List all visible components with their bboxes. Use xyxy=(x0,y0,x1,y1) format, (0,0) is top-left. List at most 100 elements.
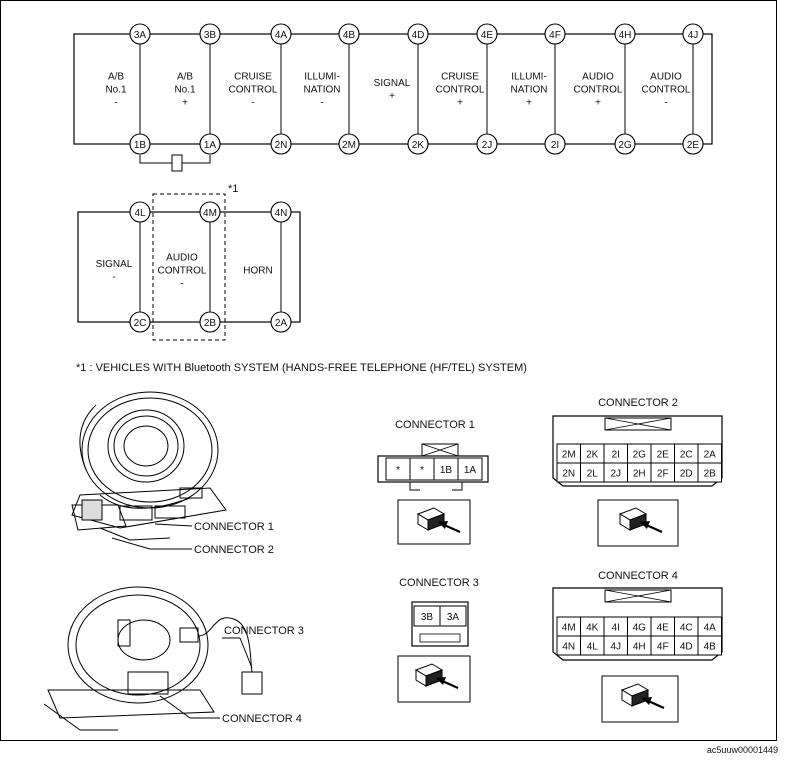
circuit-label-line: - xyxy=(180,279,183,290)
connector-terminal: 2K xyxy=(580,443,605,464)
terminal-label: 4L xyxy=(587,642,599,653)
connector-terminal: 3A xyxy=(439,605,467,627)
circuit-label-line: AUDIO xyxy=(166,253,198,264)
pin-label: 4L xyxy=(134,208,146,219)
connector-4-orientation-icon xyxy=(620,683,665,710)
clock-spring-bottom-illustration xyxy=(43,586,263,731)
bottom-pin: 2K xyxy=(407,133,429,155)
connector-terminal: 4K xyxy=(580,616,605,637)
terminal-label: 2L xyxy=(587,469,599,480)
terminal-label: 1B xyxy=(440,465,453,476)
bottom-pin: 2M xyxy=(338,133,360,155)
connector-terminal: 4N xyxy=(556,635,581,656)
optional-group-dashed-box xyxy=(152,193,226,341)
circuit-label-line: No.1 xyxy=(174,85,196,96)
circuit-label-line: + xyxy=(457,98,463,109)
connector-terminal: 4H xyxy=(627,635,652,656)
circuit-label-line: CRUISE xyxy=(441,72,479,83)
circuit-label-line: ILLUMI- xyxy=(511,72,547,83)
top-pin: 4H xyxy=(614,23,636,45)
terminal-label: * xyxy=(396,465,400,476)
pin-label: 4H xyxy=(619,30,632,41)
pin-label: 4F xyxy=(549,30,561,41)
pin-label: 3B xyxy=(204,30,217,41)
circuit-label-line: + xyxy=(182,98,188,109)
circuit-label-line: NATION xyxy=(510,85,547,96)
top-pin: 4D xyxy=(407,23,429,45)
circuit-label-line: + xyxy=(526,98,532,109)
connector-terminal: 4G xyxy=(627,616,652,637)
terminal-label: 4G xyxy=(633,623,647,634)
terminal-label: 2J xyxy=(610,469,621,480)
leader-connector-1 xyxy=(154,523,193,527)
terminal-label: 2D xyxy=(680,469,693,480)
terminal-label: 4B xyxy=(704,642,717,653)
connector-2-orientation-icon xyxy=(618,507,663,534)
pin-label: 4D xyxy=(412,30,425,41)
jumper-1b-1a xyxy=(139,154,211,172)
connector-terminal: * xyxy=(385,457,411,481)
pin-label: 4B xyxy=(343,30,356,41)
circuit-label-line: - xyxy=(112,272,115,283)
connector-3-title: CONNECTOR 3 xyxy=(399,577,479,589)
circuit-label-line: SIGNAL xyxy=(374,78,411,89)
connector-terminal: 3B xyxy=(413,605,441,627)
top-pin: 4A xyxy=(270,23,292,45)
connector-terminal: 4I xyxy=(603,616,628,637)
connector-terminal: 2H xyxy=(627,462,652,483)
second-circuit-frame xyxy=(77,211,301,323)
circuit-label-line: - xyxy=(320,98,323,109)
connector-terminal: 2B xyxy=(697,462,722,483)
circuit-label-line: + xyxy=(595,98,601,109)
connector-terminal: 4L xyxy=(580,635,605,656)
circuit-label-line: + xyxy=(389,91,395,102)
bottom-pin: 2G xyxy=(614,133,636,155)
terminal-label: 3B xyxy=(421,612,434,623)
bottom-pin: 2N xyxy=(270,133,292,155)
circuit-label-line: - xyxy=(251,98,254,109)
top-pin: 4N xyxy=(270,201,292,223)
terminal-label: 2A xyxy=(704,450,717,461)
circuit-label: A/B No.1 - xyxy=(105,72,127,109)
figure-id: ac5uuw00001449 xyxy=(707,745,778,755)
connector-terminal: 2L xyxy=(580,462,605,483)
terminal-label: 1A xyxy=(464,465,477,476)
connector-terminal: 4M xyxy=(556,616,581,637)
connector-3-face: CONNECTOR 3 3B 3A xyxy=(397,577,479,703)
connector-terminal: 2E xyxy=(650,443,675,464)
bottom-pin: 2A xyxy=(270,311,292,333)
terminal-label: 2E xyxy=(657,450,670,461)
pin-label: 2M xyxy=(342,140,356,151)
circuit-label-line: - xyxy=(114,98,117,109)
circuit-label-line: ILLUMI- xyxy=(304,72,340,83)
terminal-label: 2F xyxy=(657,469,669,480)
connector-terminal: 4A xyxy=(697,616,722,637)
footnote: *1 : VEHICLES WITH Bluetooth SYSTEM (HAN… xyxy=(76,362,527,374)
terminal-label: 2G xyxy=(633,450,647,461)
pin-label: 2B xyxy=(204,318,217,329)
pin-label: 3A xyxy=(134,30,147,41)
connector-terminal: 4B xyxy=(697,635,722,656)
top-circuit-frame xyxy=(73,33,713,145)
circuit-label-line: CONTROL xyxy=(642,85,691,96)
circuit-label-line: AUDIO xyxy=(582,72,614,83)
bottom-pin: 2J xyxy=(476,133,498,155)
circuit-label-line: SIGNAL xyxy=(96,259,133,270)
circuit-label-line: No.1 xyxy=(105,85,127,96)
top-pin: 4M xyxy=(199,201,221,223)
leader-connector-4 xyxy=(159,695,191,719)
terminal-label: 2B xyxy=(704,469,717,480)
callout-connector-1: CONNECTOR 1 xyxy=(194,521,274,533)
connector-1-orientation-icon xyxy=(416,507,461,534)
connector-terminal: 4E xyxy=(650,616,675,637)
circuit-label-line: A/B xyxy=(108,72,124,83)
terminal-label: 4A xyxy=(704,623,717,634)
circuit-label: A/BNo.1+ xyxy=(174,72,196,109)
bottom-pin: 2C xyxy=(129,311,151,333)
